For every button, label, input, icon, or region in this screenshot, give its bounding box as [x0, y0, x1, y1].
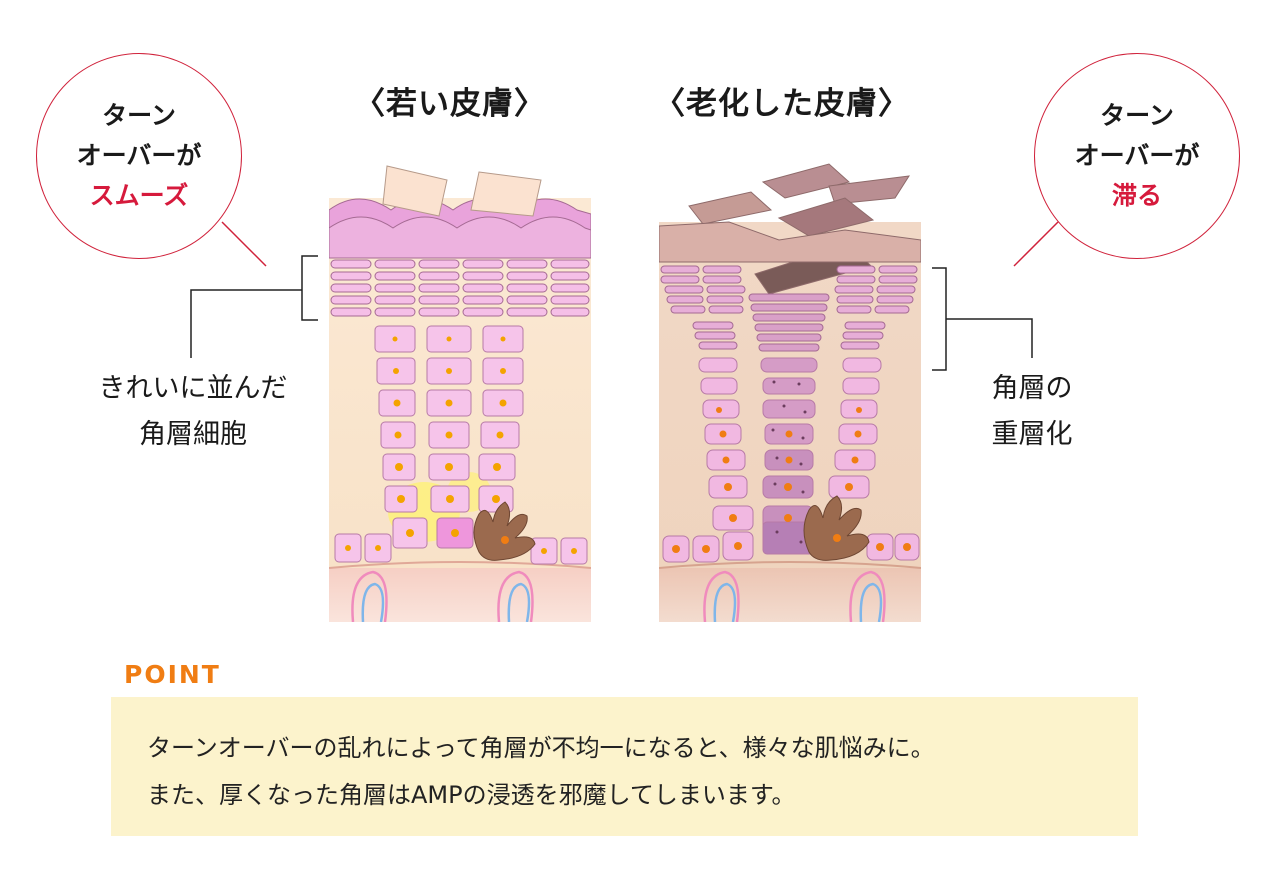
bracket-right: [932, 267, 1033, 371]
label-line-1: 角層の: [991, 373, 1073, 404]
point-box: ターンオーバーの乱れによって角層が不均一になると、様々な肌悩みに。 また、厚くな…: [111, 697, 1138, 836]
bubble-accent: スムーズ: [89, 181, 189, 210]
callout-bubble-young: ターン オーバーが スムーズ: [36, 53, 242, 259]
thickened-stratum-corneum: [660, 265, 918, 352]
point-text-line-2: また、厚くなった角層はAMPの浸透を邪魔してしまいます。: [147, 781, 796, 809]
nuclei: [672, 407, 911, 553]
point-heading: POINT: [124, 660, 221, 689]
melanocyte-nucleus: [833, 534, 841, 542]
capillary-loops: [703, 570, 886, 622]
pigment-dots: [771, 380, 807, 544]
flaking-scales: [382, 165, 542, 217]
label-line-2: 重層化: [991, 419, 1073, 450]
bubble-line-2: オーバーが: [76, 141, 202, 170]
young-skin-illustration: [329, 165, 591, 622]
callout-bubble-aged: ターン オーバーが 滞る: [1034, 53, 1240, 259]
aged-skin-illustration: [659, 163, 921, 622]
bubble-line-1: ターン: [102, 101, 176, 130]
bubble-line-2: オーバーが: [1074, 141, 1200, 170]
dermis: [329, 568, 591, 622]
capillary-loops: [351, 570, 534, 622]
bracket-left: [190, 255, 318, 358]
bubble-tail-left: [221, 221, 267, 267]
nuclei: [345, 336, 577, 554]
label-line-1: きれいに並んだ: [98, 373, 288, 404]
label-line-2: 角層細胞: [139, 419, 247, 450]
corneocyte-rows: [330, 259, 590, 317]
basement-membrane: [329, 561, 591, 569]
heading-young-skin: 〈若い皮膚〉: [354, 86, 546, 122]
epidermis-background: [329, 198, 591, 578]
melanocyte: [803, 495, 870, 561]
bubble-line-1: ターン: [1100, 101, 1174, 130]
heading-aged-skin: 〈老化した皮膚〉: [654, 86, 910, 122]
melanocyte: [473, 501, 536, 561]
bubble-accent: 滞る: [1111, 181, 1162, 210]
label-stratum-thickening: 角層の 重層化: [972, 366, 1092, 458]
stratum-corneum-top: [329, 198, 591, 259]
basement-membrane: [659, 561, 921, 569]
dermis: [659, 568, 921, 622]
bubble-tail-right: [1013, 221, 1059, 267]
melanocyte-nucleus: [501, 536, 509, 544]
point-text-line-1: ターンオーバーの乱れによって角層が不均一になると、様々な肌悩みに。: [147, 734, 935, 762]
label-aligned-corneocytes: きれいに並んだ 角層細胞: [82, 366, 304, 458]
flaking-scales: [659, 163, 921, 295]
